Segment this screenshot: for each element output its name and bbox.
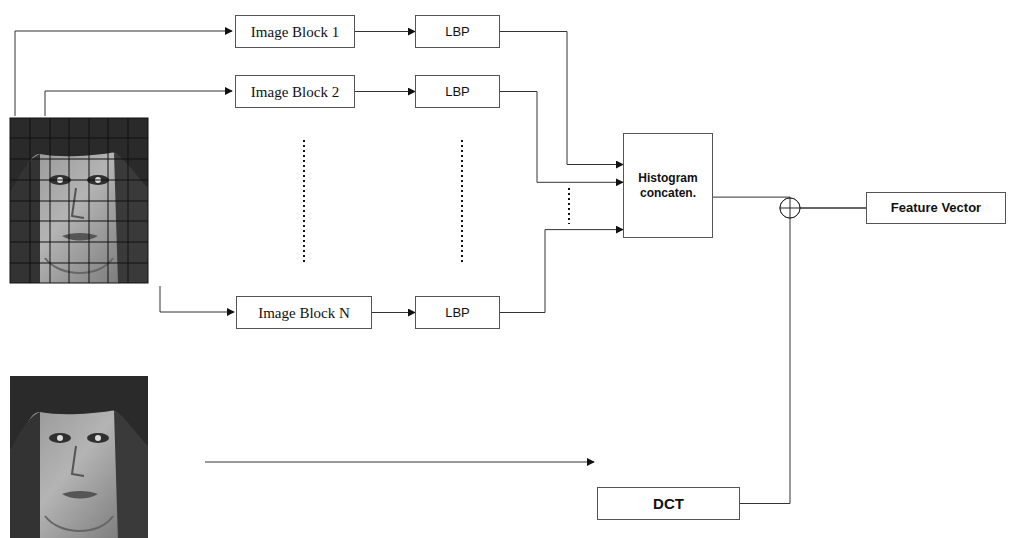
connector [740, 208, 866, 504]
node-label: Feature Vector [891, 200, 981, 216]
connector [500, 230, 623, 313]
connector [355, 31, 415, 32]
block-box: Image Block N [236, 296, 372, 329]
face-image [10, 376, 148, 538]
ellipsis-dots [461, 140, 463, 262]
sum-symbol [780, 198, 800, 218]
ellipsis-dots [303, 140, 305, 262]
connector [372, 312, 415, 313]
node-label: DCT [653, 495, 684, 513]
node-label: Image Block N [258, 304, 350, 322]
lbp-box: LBP [415, 75, 500, 108]
node-label: Histogram concaten. [628, 171, 708, 200]
lbp-box: LBP [415, 15, 500, 48]
concat-box: Histogram concaten. [623, 133, 713, 238]
node-label: LBP [445, 305, 470, 321]
connector [500, 32, 623, 165]
ellipsis-dots [568, 188, 570, 224]
node-label: LBP [445, 24, 470, 40]
dct-box: DCT [597, 487, 740, 520]
output-box: Feature Vector [866, 192, 1006, 224]
lbp-box: LBP [415, 296, 500, 329]
block-box: Image Block 2 [235, 75, 355, 108]
input-wire [45, 91, 232, 116]
connector [355, 91, 415, 92]
sum-symbol [780, 198, 800, 218]
input-wire [160, 286, 234, 312]
node-label: LBP [445, 84, 470, 100]
input-wire [205, 462, 594, 463]
node-label: Image Block 1 [251, 23, 339, 41]
input-wire [15, 31, 232, 116]
connector [500, 92, 623, 183]
block-box: Image Block 1 [235, 15, 355, 48]
face-image-grid [10, 118, 148, 283]
node-label: Image Block 2 [251, 83, 339, 101]
